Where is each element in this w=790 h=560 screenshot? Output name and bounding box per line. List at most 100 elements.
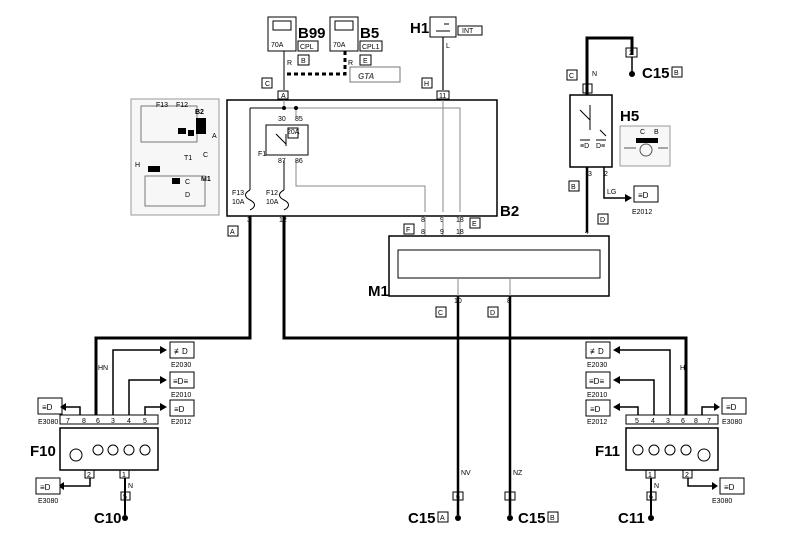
h5-connector-c: C <box>569 73 574 80</box>
battery-icon <box>272 20 292 31</box>
relay-rating: 20A <box>287 129 300 136</box>
h5-location-inset: C B <box>619 125 671 167</box>
b99-code: CPL <box>300 44 314 51</box>
position-light-icon-r: ≡D≡ <box>589 377 604 386</box>
wire-r1: R <box>287 60 292 67</box>
inset-m1: M1 <box>201 176 211 183</box>
f11-pin-3: 3 <box>666 418 670 425</box>
m1-pin-4: 4 <box>585 229 589 236</box>
wire-nz: NZ <box>513 470 523 477</box>
h1-ignition-switch: H1 INT <box>410 16 483 38</box>
ref-e3080-left-bottom: E3080 <box>38 498 58 505</box>
h5-pin-5: 5 <box>585 86 589 93</box>
headlamp-leveler-icon-2: ≡D <box>40 483 51 492</box>
relay-f1: F1 <box>258 151 266 158</box>
c15b-pin-1: 1 <box>508 494 512 501</box>
ref-e3080-left-top: E3080 <box>38 419 58 426</box>
wire-n-c11: N <box>654 483 659 490</box>
b2-relay-box: B2 20A F1 30 85 87 86 F13 10A F12 10A 3 … <box>226 99 519 224</box>
wire-l: L <box>446 43 450 50</box>
ref-e2012-left: E2012 <box>171 419 191 426</box>
ground-c15b-tag: B <box>550 515 555 522</box>
f11-pin-2: 2 <box>685 472 689 479</box>
inset-f13: F13 <box>156 102 168 109</box>
f11-label: F11 <box>595 443 620 460</box>
high-beam-icon: ≢D <box>174 347 188 356</box>
b2-label: B2 <box>500 203 519 220</box>
f10-pin-6: 6 <box>96 418 100 425</box>
f11-pin-6: 6 <box>681 418 685 425</box>
m1-label: M1 <box>368 283 389 300</box>
ground-c15a-label: C15 <box>408 510 436 527</box>
m1-pin-9: 9 <box>440 229 444 236</box>
h5-label: H5 <box>620 108 639 125</box>
f10-pin-7: 7 <box>66 418 70 425</box>
wire-n-c10: N <box>128 483 133 490</box>
inset-a: A <box>212 133 217 140</box>
inset-b2: B2 <box>195 109 204 116</box>
headlamp-leveler-icon-r2: ≡D <box>724 483 735 492</box>
b5-label: B5 <box>360 25 379 42</box>
fuse-f13: F13 <box>232 190 244 197</box>
ground-c15a-tag: A <box>440 515 445 522</box>
wire-nv: NV <box>461 470 471 477</box>
ref-e2030-left: E2030 <box>171 362 191 369</box>
m1-pin-8: 8 <box>421 229 425 236</box>
ground-c15b-label: C15 <box>518 510 546 527</box>
f10-pin-8: 8 <box>82 418 86 425</box>
key-icon <box>436 23 450 32</box>
pin-11: 11 <box>439 93 446 100</box>
b99-label: B99 <box>298 25 326 42</box>
ref-e3080-right-bottom: E3080 <box>712 498 732 505</box>
f11-pin-4: 4 <box>651 418 655 425</box>
motor-icon-r <box>697 448 711 462</box>
f10-pin-2: 2 <box>87 472 91 479</box>
pin-87: 87 <box>278 158 286 165</box>
f11-pin-7: 7 <box>707 418 711 425</box>
ref-e2012-h5: E2012 <box>632 209 652 216</box>
h5-pin-2: 2 <box>604 171 608 178</box>
c11-pin-6: 6 <box>649 494 653 501</box>
pin-9: 9 <box>440 217 444 224</box>
f10-label: F10 <box>30 443 56 460</box>
inset-d: D <box>185 192 190 199</box>
h5-light-switch: ≡D D≡ H5 3 2 <box>569 94 639 178</box>
headlamp-leveler-icon-r: ≡D <box>726 403 737 412</box>
ref-e2030-right: E2030 <box>587 362 607 369</box>
c15-top-pin: 2 <box>629 50 633 57</box>
h5-inset-b: B <box>654 129 659 136</box>
m1-connector-d: D <box>490 310 495 317</box>
inset-t1: T1 <box>184 155 192 162</box>
m1-control-unit: M1 8 9 18 4 10 8 <box>368 229 610 305</box>
fuse-f13-symbol <box>245 189 255 211</box>
low-beam-icon: ≡D <box>174 405 185 414</box>
b5-code: CPL1 <box>362 44 380 51</box>
fuse-f12-rating: 10A <box>266 199 279 206</box>
position-light-icon: ≡D≡ <box>173 377 188 386</box>
wire-n-top: N <box>592 71 597 78</box>
h5-inset-c: C <box>640 129 645 136</box>
pin-85: 85 <box>295 116 303 123</box>
wire-hn: HN <box>98 365 108 372</box>
h5-high-beam-icon: D≡ <box>596 143 605 150</box>
wire-h: H <box>680 365 685 372</box>
pin-86: 86 <box>295 158 303 165</box>
m1-connector-c: C <box>438 310 443 317</box>
ground-c10-label: C10 <box>94 510 122 527</box>
b5-fuse-block: 70A B5 CPL1 E <box>329 16 383 66</box>
wire-r2: R <box>348 60 353 67</box>
b99-connector: B <box>301 58 306 65</box>
f11-headlamp: ≢D E2030 ≡D≡ E2010 ≡D E2012 ≡D E3080 5 4… <box>585 341 747 527</box>
inset-f12: F12 <box>176 102 188 109</box>
b2-connector-c: C <box>265 81 270 88</box>
b99-fuse-block: 70A B99 CPL B <box>267 16 326 66</box>
f10-pin-3: 3 <box>111 418 115 425</box>
b5-rating: 70A <box>333 42 346 49</box>
h1-code: INT <box>462 28 474 35</box>
c10-pin-5: 5 <box>123 494 127 501</box>
ground-c15-top-tag: B <box>674 70 679 77</box>
b99-rating: 70A <box>271 42 284 49</box>
b2-connector-a: A <box>230 229 235 236</box>
f11-pin-5: 5 <box>635 418 639 425</box>
